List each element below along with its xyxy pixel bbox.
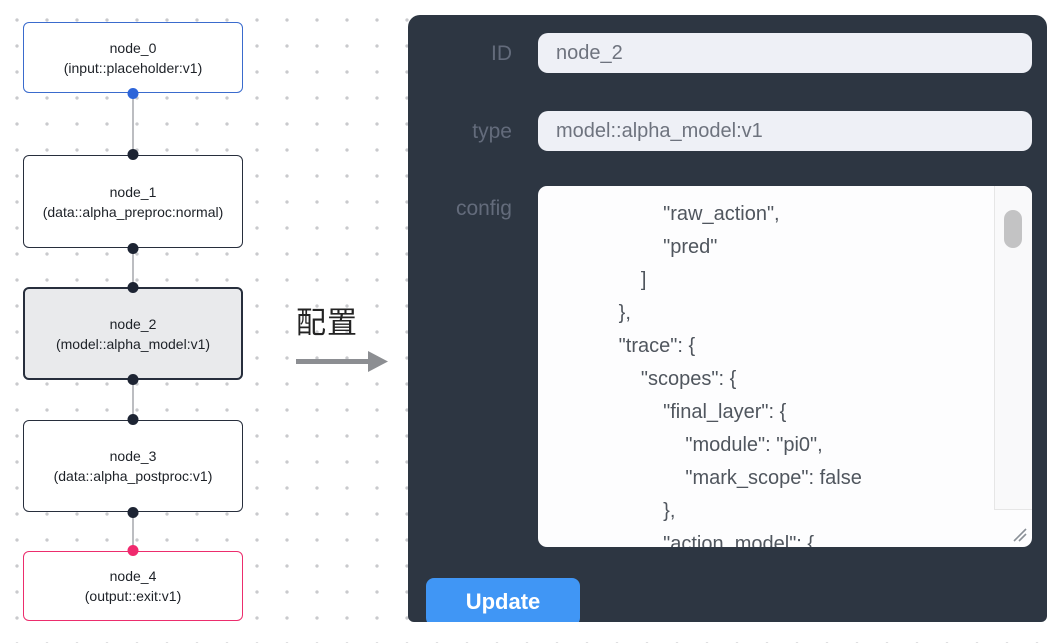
flow-graph: node_0 (input::placeholder:v1) node_1 (d… <box>23 22 243 623</box>
edge-node1-node2 <box>132 248 134 287</box>
node-title: node_0 <box>109 39 157 56</box>
edge-node2-node3 <box>132 380 134 420</box>
edge-node0-node1 <box>132 93 134 155</box>
config-json-content: "raw_action", "pred" ] }, "trace": { "sc… <box>618 203 862 547</box>
node-type: (model::alpha_model:v1) <box>55 335 211 352</box>
output-port[interactable] <box>127 374 139 385</box>
config-scrollbar-thumb[interactable] <box>1004 210 1022 248</box>
arrow-right-icon <box>296 351 388 372</box>
node-config-panel: ID type config "raw_action", "pred" ] },… <box>408 15 1047 622</box>
output-port[interactable] <box>127 507 139 518</box>
node-title: node_4 <box>109 568 157 584</box>
flow-node-1[interactable]: node_1 (data::alpha_preproc:normal) <box>23 149 243 254</box>
node-type: (input::placeholder:v1) <box>63 59 203 76</box>
input-port[interactable] <box>127 149 139 160</box>
input-port[interactable] <box>127 414 139 425</box>
id-input[interactable] <box>538 33 1032 73</box>
node-type: (output::exit:v1) <box>84 588 182 604</box>
id-field-label: ID <box>491 42 512 65</box>
node-title: node_1 <box>109 183 157 200</box>
node-title: node_2 <box>109 315 157 332</box>
node-type: (data::alpha_postproc:v1) <box>53 468 213 484</box>
config-scrollbar[interactable] <box>994 186 1032 510</box>
output-port[interactable] <box>127 88 139 99</box>
flow-node-4[interactable]: node_4 (output::exit:v1) <box>23 545 243 621</box>
configure-label: 配置 <box>296 307 358 340</box>
flow-node-3[interactable]: node_3 (data::alpha_postproc:v1) <box>23 414 243 518</box>
config-textarea[interactable]: "raw_action", "pred" ] }, "trace": { "sc… <box>538 186 1032 547</box>
type-field-label: type <box>472 120 512 143</box>
node-title: node_3 <box>109 448 157 464</box>
flow-node-2-selected[interactable]: node_2 (model::alpha_model:v1) <box>23 282 243 385</box>
node-type: (data::alpha_preproc:normal) <box>42 203 224 220</box>
update-button[interactable]: Update <box>426 578 580 622</box>
input-port[interactable] <box>127 545 139 556</box>
input-port[interactable] <box>127 282 139 293</box>
type-input[interactable] <box>538 111 1032 151</box>
edge-node3-node4 <box>132 512 134 551</box>
config-field-label: config <box>455 197 512 220</box>
resize-handle-icon[interactable] <box>1010 525 1028 543</box>
flow-node-0[interactable]: node_0 (input::placeholder:v1) <box>23 22 243 99</box>
output-port[interactable] <box>127 243 139 254</box>
configure-annotation: 配置 <box>296 298 400 374</box>
